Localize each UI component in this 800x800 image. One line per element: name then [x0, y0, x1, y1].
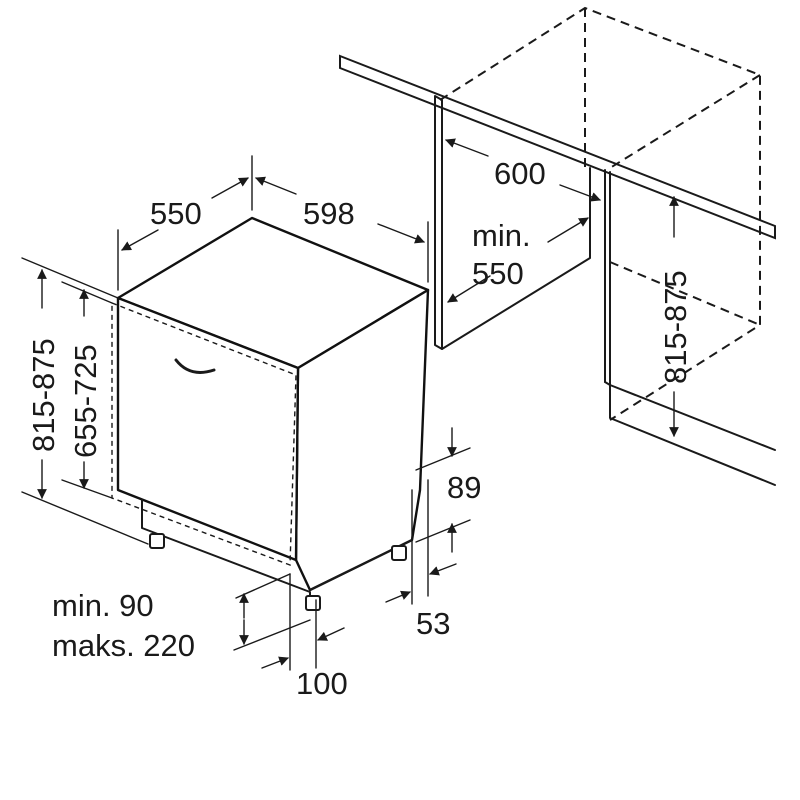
countertop [339, 54, 776, 240]
plinth-depth-label: 53 [416, 606, 450, 641]
dishwasher-front [116, 296, 300, 562]
foot-back-right [391, 545, 407, 561]
door-handle [174, 358, 216, 374]
width-label: 598 [303, 196, 355, 231]
niche-depth-label-line1: min. [472, 218, 531, 253]
cabinet-niche [339, 6, 776, 486]
plinth-height-label: 89 [447, 470, 481, 505]
total-height-label: 815-875 [26, 338, 61, 452]
door-offset-label: 100 [296, 666, 348, 701]
dimension-lines [21, 155, 471, 671]
dimension-labels: 550 598 600 min. 550 815-875 815-875 655… [26, 156, 693, 701]
niche-height-label: 815-875 [658, 270, 693, 384]
niche-width-label: 600 [494, 156, 546, 191]
left-cabinet-panel [434, 95, 443, 350]
toe-kick-label-line1: min. 90 [52, 588, 154, 623]
toe-kick-label-line2: maks. 220 [52, 628, 195, 663]
niche-depth-label-line2: 550 [472, 256, 524, 291]
door-panel-outline [111, 301, 297, 566]
niche-dashed-outline [439, 6, 761, 421]
depth-label: 550 [150, 196, 202, 231]
door-height-label: 655-725 [68, 344, 103, 458]
foot-front-right [305, 595, 321, 611]
dishwasher [111, 216, 430, 611]
foot-left [149, 533, 165, 549]
